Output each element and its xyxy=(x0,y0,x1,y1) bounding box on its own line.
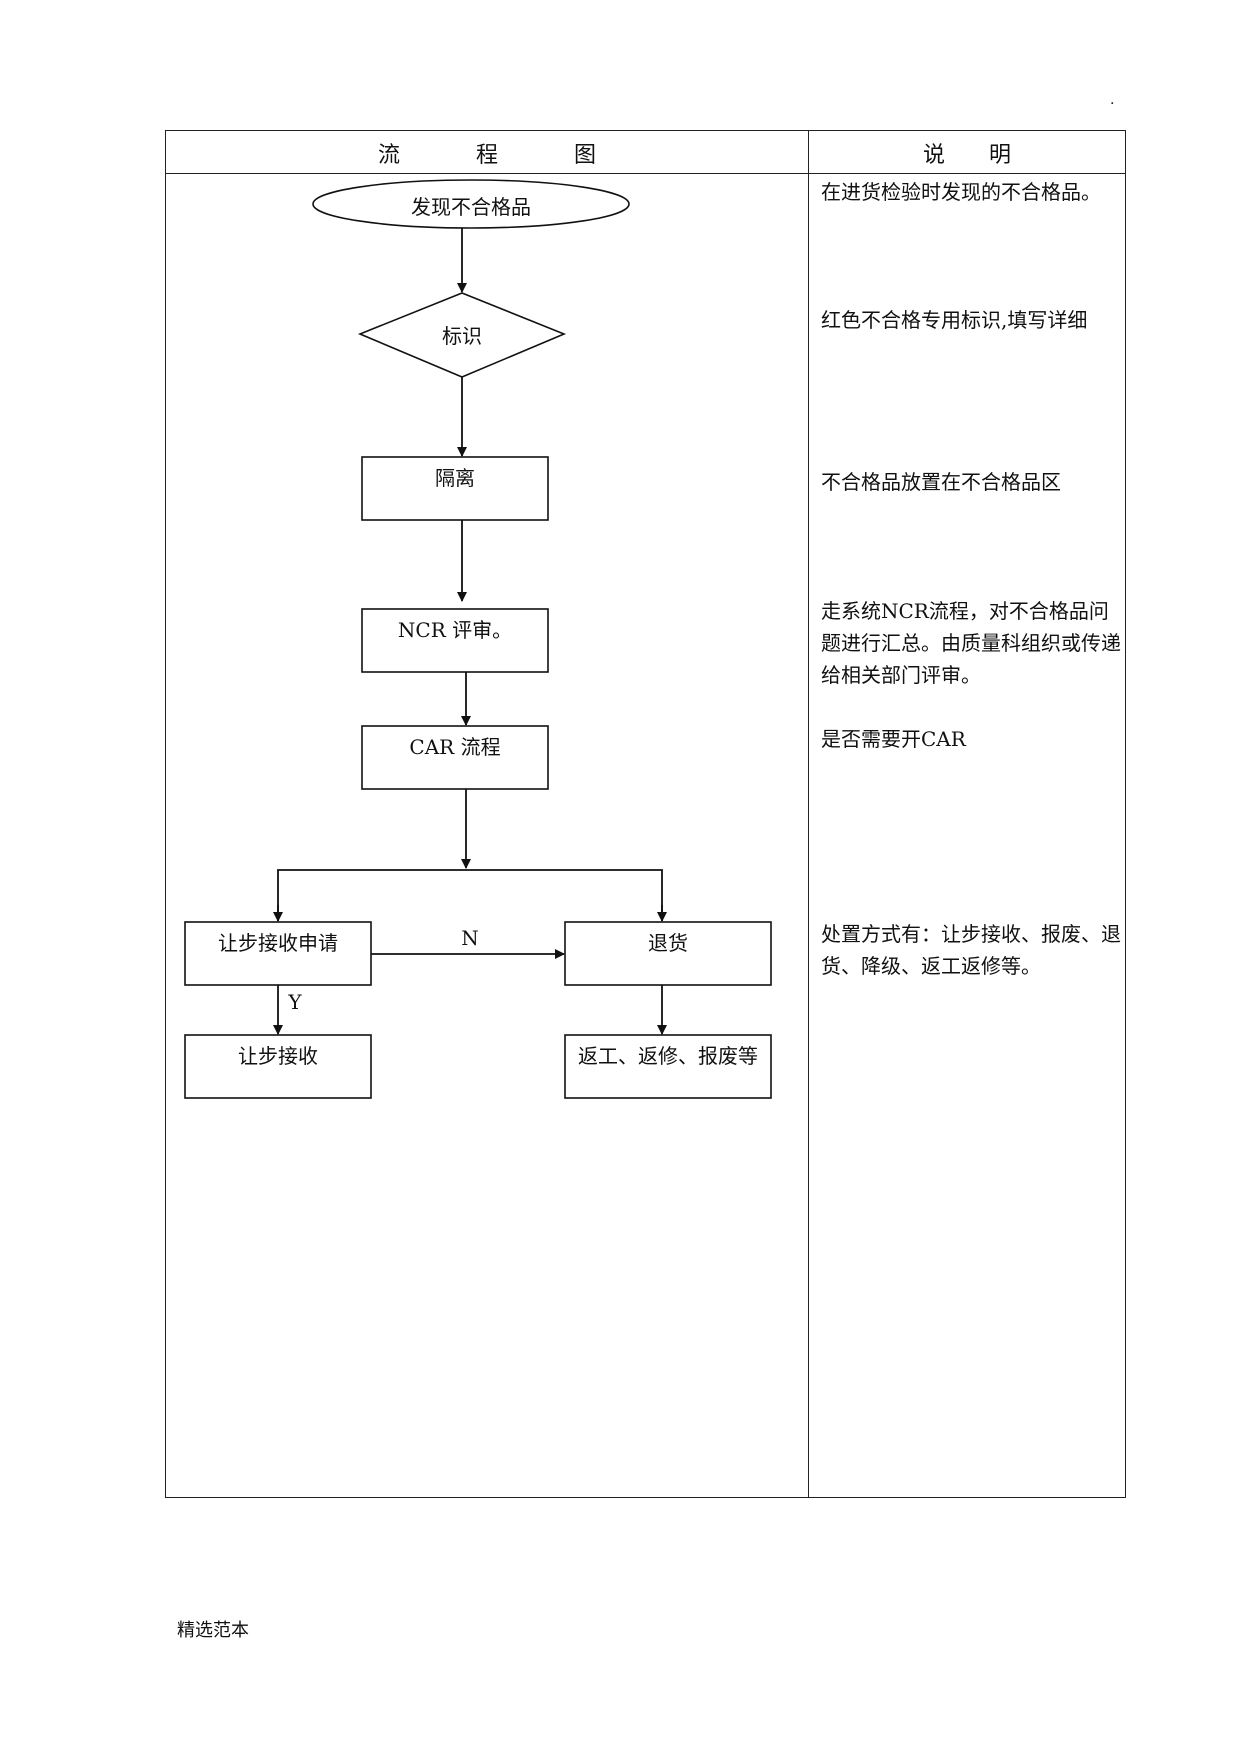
branch-line xyxy=(277,869,663,921)
table-header-row xyxy=(166,131,1125,174)
node-concession-accept-shape xyxy=(184,1034,372,1099)
node-isolate-shape xyxy=(361,456,549,521)
header-flowchart-char-2: 程 xyxy=(475,142,498,168)
node-concession-request-label: 让步接收申请 xyxy=(218,931,338,955)
node-ncr-shape xyxy=(361,608,549,673)
node-rework-shape xyxy=(564,1034,772,1099)
node-car-label: CAR 流程 xyxy=(409,735,501,759)
header-description-char-1: 说 xyxy=(922,142,945,168)
header-description-char-2: 明 xyxy=(989,142,1012,168)
description-isolate: 不合格品放置在不合格品区 xyxy=(821,470,1061,494)
node-discover-shape xyxy=(312,179,630,229)
header-flowchart: 流 程 图 xyxy=(166,131,808,174)
header-description: 说 明 xyxy=(809,131,1125,174)
flow-table: 流 程 图 说 明 xyxy=(165,130,1126,1498)
description-identify: 红色不合格专用标识,填写详细 xyxy=(821,308,1088,332)
node-identify-label: 标识 xyxy=(442,324,482,348)
edge-label-no: N xyxy=(461,926,479,950)
node-rework-label: 返工、返修、报废等 xyxy=(578,1044,758,1068)
node-discover-label: 发现不合格品 xyxy=(411,195,531,219)
header-flowchart-char-3: 图 xyxy=(574,142,597,168)
description-discover: 在进货检验时发现的不合格品。 xyxy=(821,180,1101,204)
node-ncr-label: NCR 评审。 xyxy=(397,618,513,642)
header-flowchart-char-1: 流 xyxy=(377,142,400,168)
node-isolate-label: 隔离 xyxy=(435,466,475,490)
column-divider xyxy=(808,131,809,1497)
description-disposition: 处置方式有：让步接收、报废、退货、降级、返工返修等。 xyxy=(821,922,1121,978)
node-return-label: 退货 xyxy=(648,931,688,955)
node-return-shape xyxy=(564,921,772,986)
corner-mark: . xyxy=(1110,92,1115,108)
edge-label-yes: Y xyxy=(288,990,302,1014)
description-car: 是否需要开CAR xyxy=(821,727,966,751)
description-ncr: 走系统NCR流程，对不合格品问题进行汇总。由质量科组织或传递给相关部门评审。 xyxy=(821,599,1121,687)
footer-text: 精选范本 xyxy=(177,1620,249,1641)
node-car-shape xyxy=(361,725,549,790)
node-concession-accept-label: 让步接收 xyxy=(238,1044,318,1068)
